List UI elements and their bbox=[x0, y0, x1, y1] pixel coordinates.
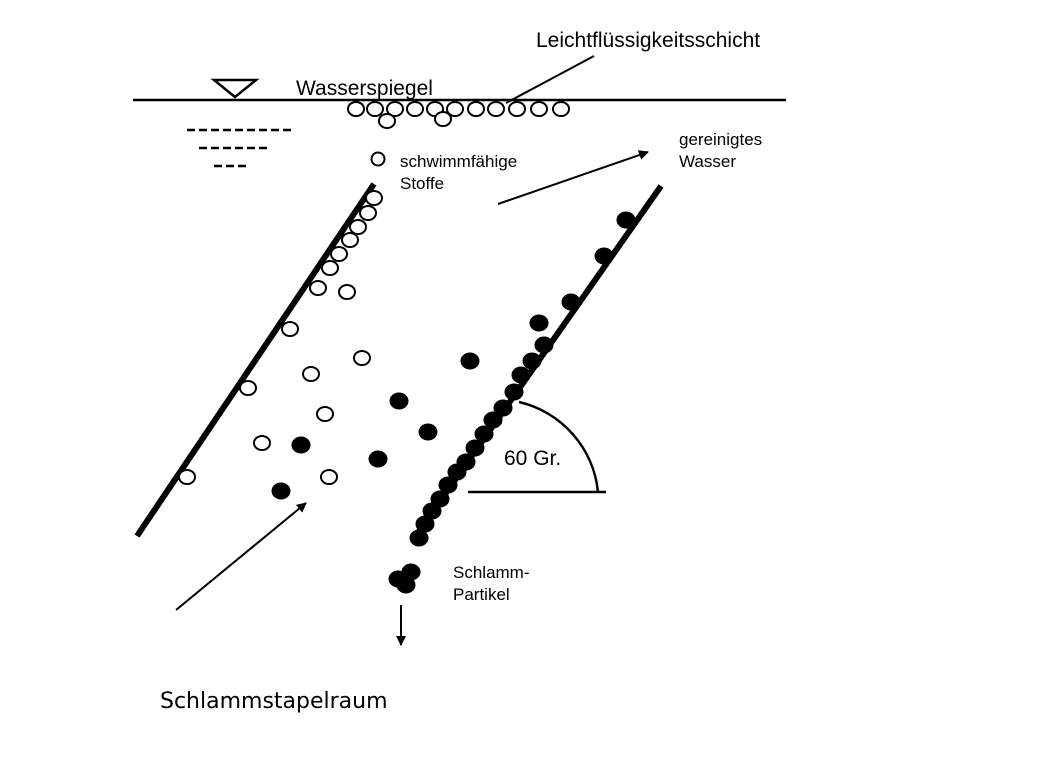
floating-particle bbox=[316, 406, 334, 422]
clean-water-label-line2: Wasser bbox=[679, 152, 736, 171]
sludge-particles bbox=[271, 211, 636, 594]
sludge-storage-label: Schlammstapelraum bbox=[160, 689, 388, 714]
sludge-particle bbox=[418, 423, 438, 441]
sludge-particle bbox=[396, 576, 416, 594]
light-liquid-pointer-line bbox=[505, 55, 595, 104]
water-level-label: Wasserspiegel bbox=[296, 77, 433, 100]
sludge-particle bbox=[389, 392, 409, 410]
floating-particle bbox=[330, 246, 348, 262]
sludge-particle bbox=[368, 450, 388, 468]
sludge-particles-label-line2: Partikel bbox=[453, 585, 510, 604]
light-liquid-droplet bbox=[446, 101, 464, 117]
sludge-particle bbox=[438, 476, 458, 494]
floating-particle bbox=[349, 219, 367, 235]
floating-particle bbox=[320, 469, 338, 485]
floatables-legend-circle-icon bbox=[370, 151, 386, 167]
sludge-particle bbox=[271, 482, 291, 500]
light-liquid-droplet bbox=[347, 101, 365, 117]
sludge-particle bbox=[511, 366, 531, 384]
sludge-particle bbox=[465, 439, 485, 457]
floatables-label-line1: schwimmfähige bbox=[400, 152, 517, 171]
light-liquid-layer-label: Leichtflüssigkeitsschicht bbox=[536, 29, 760, 52]
light-liquid-droplet bbox=[530, 101, 548, 117]
angle-arc bbox=[518, 400, 600, 493]
floating-particle bbox=[281, 321, 299, 337]
light-liquid-droplet bbox=[487, 101, 505, 117]
floating-particle bbox=[309, 280, 327, 296]
floating-particle bbox=[178, 469, 196, 485]
light-liquid-droplet bbox=[508, 101, 526, 117]
sludge-particle bbox=[474, 425, 494, 443]
clean-water-arrow bbox=[497, 150, 649, 205]
sludge-particle bbox=[616, 211, 636, 229]
floating-particle bbox=[353, 350, 371, 366]
inflow-arrow bbox=[175, 502, 307, 611]
floating-particles bbox=[178, 190, 383, 485]
sludge-particle bbox=[493, 399, 513, 417]
sludge-particles-label-line1: Schlamm- bbox=[453, 563, 530, 582]
sludge-particle bbox=[522, 352, 542, 370]
floating-particle bbox=[302, 366, 320, 382]
light-liquid-droplet bbox=[378, 113, 396, 129]
floating-particle bbox=[365, 190, 383, 206]
light-liquid-layer-particles bbox=[347, 101, 570, 129]
water-level-triangle-icon bbox=[210, 78, 260, 99]
light-liquid-droplet bbox=[386, 101, 404, 117]
sludge-particle bbox=[561, 293, 581, 311]
light-liquid-droplet bbox=[467, 101, 485, 117]
light-liquid-droplet bbox=[434, 111, 452, 127]
floating-particle bbox=[253, 435, 271, 451]
sludge-particle bbox=[447, 463, 467, 481]
floating-particle bbox=[338, 284, 356, 300]
floating-particle bbox=[321, 260, 339, 276]
floating-particle bbox=[239, 380, 257, 396]
sludge-particle bbox=[504, 383, 524, 401]
left-inclined-plate bbox=[134, 182, 377, 538]
floatables-label-line2: Stoffe bbox=[400, 174, 444, 193]
sludge-particle bbox=[483, 411, 503, 429]
sludge-particle bbox=[534, 336, 554, 354]
sludge-particle bbox=[460, 352, 480, 370]
floating-particle bbox=[359, 205, 377, 221]
sludge-particle bbox=[594, 247, 614, 265]
sludge-particle bbox=[529, 314, 549, 332]
clean-water-label-line1: gereinigtes bbox=[679, 130, 762, 149]
sludge-particle bbox=[291, 436, 311, 454]
light-liquid-droplet bbox=[552, 101, 570, 117]
water-level-dashes-icon bbox=[187, 128, 291, 168]
angle-label: 60 Gr. bbox=[504, 447, 561, 470]
light-liquid-droplet bbox=[366, 101, 384, 117]
floating-particle bbox=[341, 232, 359, 248]
sludge-particle bbox=[409, 529, 429, 547]
light-liquid-droplet bbox=[406, 101, 424, 117]
